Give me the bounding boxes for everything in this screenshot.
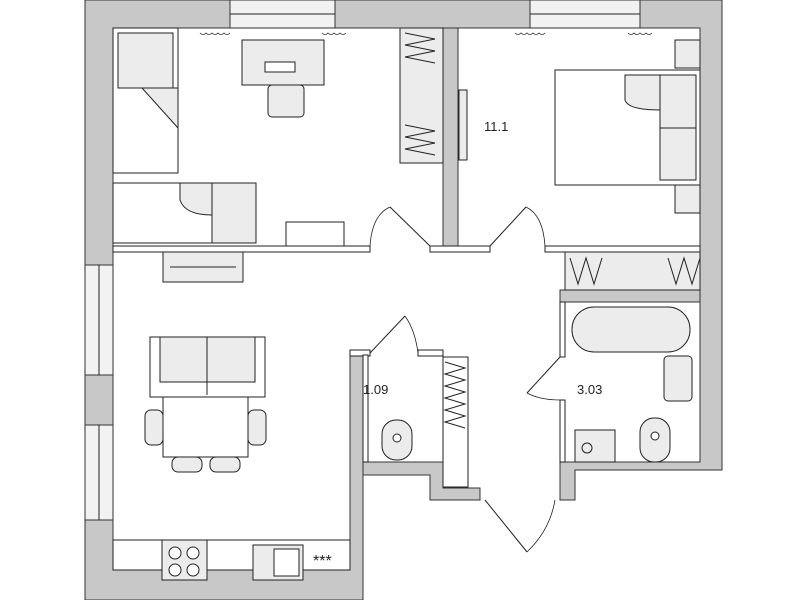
curtains xyxy=(199,32,653,35)
washing-machine xyxy=(574,429,616,463)
chair xyxy=(267,84,305,118)
children-room-furniture xyxy=(112,27,444,283)
tv xyxy=(458,89,468,161)
washbasin xyxy=(663,355,693,402)
windows xyxy=(84,0,641,521)
nightstand xyxy=(674,184,701,214)
bedroom-furniture: 11.1 xyxy=(458,39,701,291)
hallway-wardrobe xyxy=(442,356,469,488)
living-kitchen-furniture: *** xyxy=(112,336,351,581)
pillow xyxy=(117,32,174,89)
room-area-label: 11.1 xyxy=(484,119,508,134)
chair xyxy=(171,456,203,473)
pillow xyxy=(211,182,257,244)
stove xyxy=(161,539,208,581)
wardrobe xyxy=(564,251,701,291)
bathtub xyxy=(571,306,691,353)
chair xyxy=(247,409,267,446)
wc-fixtures: 1.09 xyxy=(363,356,469,488)
bookshelf xyxy=(285,221,345,247)
room-area-label: 3.03 xyxy=(577,382,602,397)
dining-table xyxy=(162,396,249,458)
fridge-symbol: *** xyxy=(313,553,332,570)
nightstand xyxy=(674,39,701,69)
doors xyxy=(369,206,561,553)
chair xyxy=(209,456,241,473)
kitchen-counter xyxy=(112,539,351,571)
chair xyxy=(144,409,164,446)
room-area-label: 1.09 xyxy=(363,382,388,397)
interior-walls xyxy=(112,27,701,463)
bathroom-fixtures: 3.03 xyxy=(571,306,693,463)
